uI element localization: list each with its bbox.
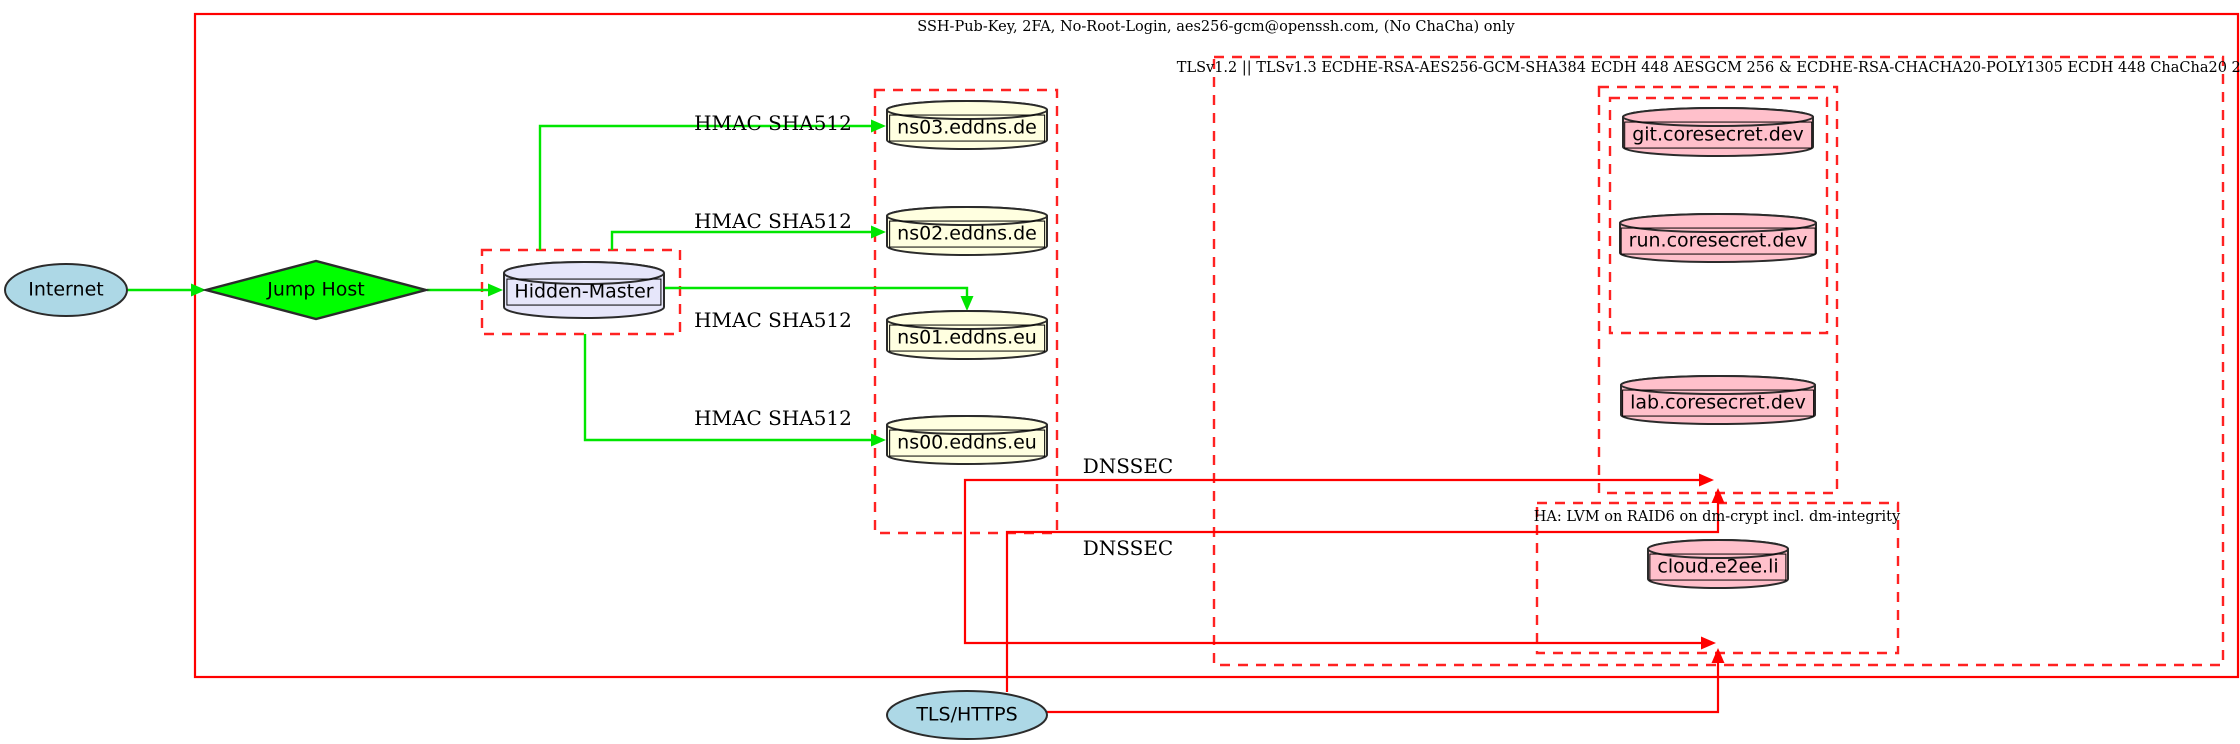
coresecret-inner-border	[1608, 96, 1829, 335]
edge-tlshttps-coresecret	[1005, 488, 1725, 692]
edge-tlshttps-ha	[1047, 648, 1725, 714]
edge-label-dnssec-1: DNSSEC	[1082, 454, 1174, 478]
cloud-node-label: cloud.e2ee.li	[1649, 553, 1787, 581]
edge-dns-coresecret-dnssec	[963, 473, 1716, 650]
ns02-cylinder	[886, 206, 1048, 256]
lab-node-label: lab.coresecret.dev	[1622, 389, 1814, 417]
run-cylinder	[1619, 213, 1817, 263]
dns-cluster-border	[873, 88, 1059, 535]
edge-hiddenmaster-ns01	[664, 286, 974, 311]
edge-label-hmac-ns01: HMAC SHA512	[694, 308, 852, 332]
edge-hiddenmaster-ns02	[610, 225, 886, 250]
edge-internet-jumphost	[127, 283, 206, 297]
edge-jumphost-hiddenmaster	[427, 283, 503, 297]
ha-cluster-label: HA: LVM on RAID6 on dm-crypt incl. dm-in…	[1533, 509, 1901, 525]
lab-cylinder	[1620, 375, 1816, 425]
tls-https-node-label: TLS/HTTPS	[916, 703, 1018, 726]
tls-zone-border	[1212, 55, 2225, 667]
git-node-label: git.coresecret.dev	[1624, 121, 1812, 149]
edge-hiddenmaster-ns03	[538, 119, 886, 250]
internet-ellipse	[4, 263, 128, 317]
ns00-cylinder	[886, 415, 1048, 465]
tls-zone-label: TLSv1.2 || TLSv1.3 ECDHE-RSA-AES256-GCM-…	[1176, 60, 2240, 76]
jump-host-diamond	[201, 259, 431, 321]
edge-label-hmac-ns02: HMAC SHA512	[694, 209, 852, 233]
edge-label-dnssec-2: DNSSEC	[1082, 536, 1174, 560]
ns03-cylinder	[886, 100, 1048, 150]
ssh-zone-border	[193, 12, 2240, 679]
tls-https-ellipse	[886, 690, 1048, 740]
edge-hiddenmaster-ns00	[583, 334, 886, 447]
hidden-master-cylinder	[503, 261, 665, 319]
ns01-cylinder	[886, 310, 1048, 360]
cloud-cylinder	[1647, 539, 1789, 589]
git-cylinder	[1622, 107, 1814, 157]
jump-host-node-label: Jump Host	[267, 278, 365, 301]
ns02-node-label: ns02.eddns.de	[889, 220, 1045, 248]
ns01-node-label: ns01.eddns.eu	[889, 324, 1045, 352]
internet-node-label: Internet	[28, 278, 104, 301]
ssh-zone-label: SSH-Pub-Key, 2FA, No-Root-Login, aes256-…	[917, 19, 1515, 35]
run-node-label: run.coresecret.dev	[1620, 227, 1816, 255]
hidden-master-node-label: Hidden-Master	[506, 278, 662, 306]
edge-label-hmac-ns03: HMAC SHA512	[694, 111, 852, 135]
hidden-master-cluster-border	[480, 248, 682, 336]
ns00-node-label: ns00.eddns.eu	[889, 429, 1045, 457]
ns03-node-label: ns03.eddns.de	[889, 114, 1045, 142]
edge-label-hmac-ns00: HMAC SHA512	[694, 406, 852, 430]
